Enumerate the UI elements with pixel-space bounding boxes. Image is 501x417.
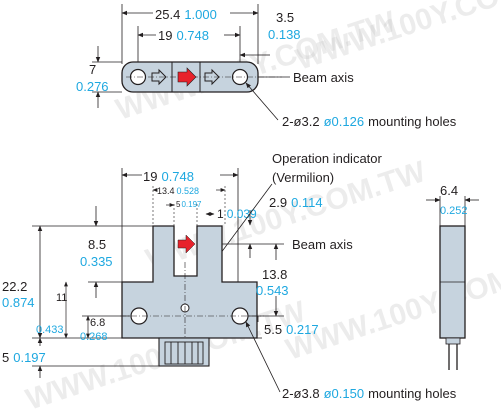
beam-to-hole-mm: 13.8 <box>262 267 287 282</box>
front-beam-axis-label: Beam axis <box>292 237 353 252</box>
side-view: 6.4 0.252 <box>426 183 479 370</box>
beam-to-hole-in: 0.543 <box>256 283 289 298</box>
beam-arrow-icon <box>204 68 220 86</box>
indicator-arrow-icon <box>177 67 197 87</box>
connector-housing <box>158 337 210 367</box>
hole-height-in: 0.268 <box>80 331 108 343</box>
vermilion-label: (Vermilion) <box>272 170 334 185</box>
connector-side <box>445 337 461 345</box>
end-offset-mm: 3.5 <box>276 10 294 25</box>
base-height-in: 0.433 <box>36 324 64 336</box>
beam-axis-label: Beam axis <box>293 70 354 85</box>
total-height-in: 0.874 <box>2 295 35 310</box>
base-height-mm: 11 <box>56 292 67 304</box>
end-offset-in: 0.138 <box>268 27 301 42</box>
hole-height-mm: 6.8 <box>90 317 105 329</box>
connector-terminals <box>164 341 204 365</box>
side-thickness-in: 0.252 <box>440 205 468 217</box>
operation-indicator-icon <box>177 234 196 254</box>
watermark-text: WWW.100Y.COM.TW <box>282 245 501 367</box>
watermark-text: WWW.100Y.COM.TW <box>292 0 501 77</box>
leader-line <box>245 321 281 393</box>
arm-height-mm: 8.5 <box>88 237 106 252</box>
total-height-mm: 22.2 <box>2 279 27 294</box>
height-mm: 7 <box>89 62 96 77</box>
height-in: 0.276 <box>76 79 109 94</box>
operation-indicator-label: Operation indicator <box>272 151 383 166</box>
arm-height-in: 0.335 <box>80 254 113 269</box>
slot-width-dimension: 50.197 <box>176 200 202 209</box>
side-thickness-mm: 6.4 <box>440 183 458 198</box>
leader-line <box>245 82 279 121</box>
beam-arrow-icon <box>151 68 167 86</box>
